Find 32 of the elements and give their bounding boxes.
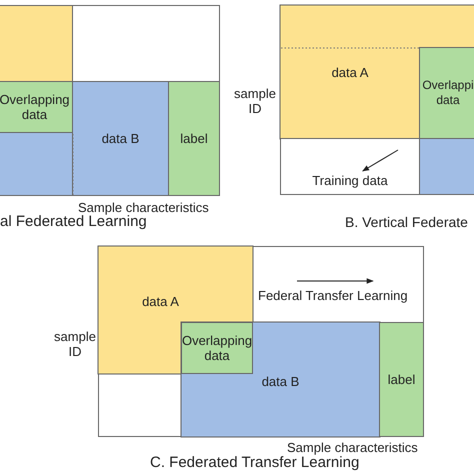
axis-title: Sample characteristics: [287, 440, 418, 455]
cell-text: data B: [262, 374, 300, 389]
axis-title: Sample characteristics: [78, 200, 209, 215]
cell-text: Overlapping data: [0, 92, 71, 122]
panel-caption: C. Federated Transfer Learning: [150, 455, 360, 470]
data-block: [419, 138, 474, 195]
cell-text: label: [180, 131, 208, 146]
overlap-block: [419, 47, 474, 139]
data-block: [181, 322, 380, 437]
cell-text: Overlappi data: [422, 78, 474, 108]
data-block: [0, 5, 73, 82]
cell-text: Training data: [312, 173, 388, 188]
cell-text: data A: [142, 294, 179, 309]
cell-text: label: [388, 372, 416, 387]
axis-title: sample ID: [53, 329, 97, 359]
arrow: [362, 150, 398, 172]
overlap-block: [0, 81, 73, 133]
overlap-block: [181, 322, 253, 374]
panel-frame: [98, 246, 424, 437]
cell-text: Overlapping data: [182, 333, 252, 363]
label-block: [379, 322, 424, 437]
data-block: [72, 81, 169, 196]
data-block: [98, 246, 253, 374]
cell-text: data A: [332, 65, 368, 80]
cell-text: data B: [102, 131, 140, 146]
panel-caption: al Federated Learning: [0, 214, 147, 229]
axis-title: sample ID: [233, 86, 277, 116]
annotation-text: Federal Transfer Learning: [258, 288, 408, 303]
panel-caption: B. Vertical Federate: [345, 215, 468, 230]
data-block: [280, 5, 474, 139]
label-block: [168, 81, 220, 196]
data-block: [0, 132, 73, 196]
